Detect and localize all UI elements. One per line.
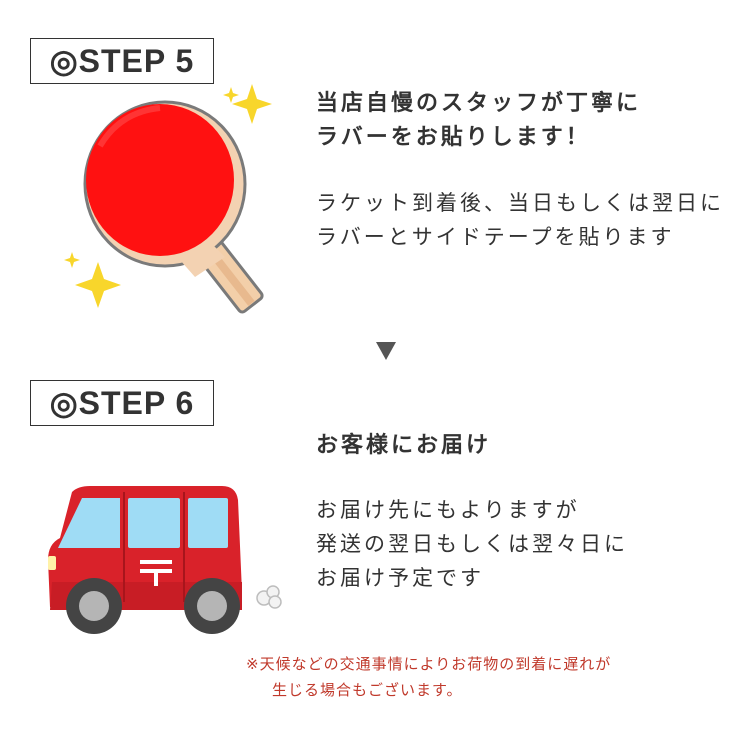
step5-heading-line: 当店自慢のスタッフが丁寧に bbox=[316, 91, 642, 116]
down-triangle-icon bbox=[376, 342, 396, 360]
exhaust-puff-icon bbox=[256, 585, 282, 609]
step5-description: ラケット到着後、当日もしくは翌日に ラバーとサイドテープを貼ります bbox=[316, 186, 724, 254]
step5-badge: ◎STEP 5 bbox=[30, 38, 214, 84]
step6-description-line: 発送の翌日もしくは翌々日に bbox=[316, 532, 628, 556]
table-tennis-paddle-icon bbox=[64, 84, 272, 314]
step6-description-line: お届け予定です bbox=[316, 566, 484, 590]
wheel-icon bbox=[66, 578, 122, 634]
wheel-icon bbox=[184, 578, 240, 634]
note-line: 生じる場合もございます。 bbox=[272, 681, 463, 699]
step5-description-line: ラケット到着後、当日もしくは翌日に bbox=[316, 191, 724, 215]
delivery-delay-note: ※天候などの交通事情によりお荷物の到着に遅れが 生じる場合もございます。 bbox=[246, 651, 611, 703]
note-line: ※天候などの交通事情によりお荷物の到着に遅れが bbox=[246, 655, 612, 673]
sparkle-icon bbox=[223, 84, 272, 124]
step6-description: お届け先にもよりますが 発送の翌日もしくは翌々日に お届け予定です bbox=[316, 493, 628, 595]
sparkle-icon bbox=[64, 252, 121, 308]
step5-description-line: ラバーとサイドテープを貼ります bbox=[316, 225, 675, 249]
step6-description-line: お届け先にもよりますが bbox=[316, 498, 580, 522]
step5-heading: 当店自慢のスタッフが丁寧に ラバーをお貼りします！ bbox=[316, 87, 641, 155]
step5-heading-line: ラバーをお貼りします！ bbox=[316, 125, 591, 150]
step6-heading: お客様にお届け bbox=[316, 429, 491, 463]
post-van-icon bbox=[48, 486, 282, 634]
step6-badge: ◎STEP 6 bbox=[30, 380, 214, 426]
post-mark-icon bbox=[140, 560, 172, 586]
step6-heading-line: お客様にお届け bbox=[316, 433, 492, 458]
